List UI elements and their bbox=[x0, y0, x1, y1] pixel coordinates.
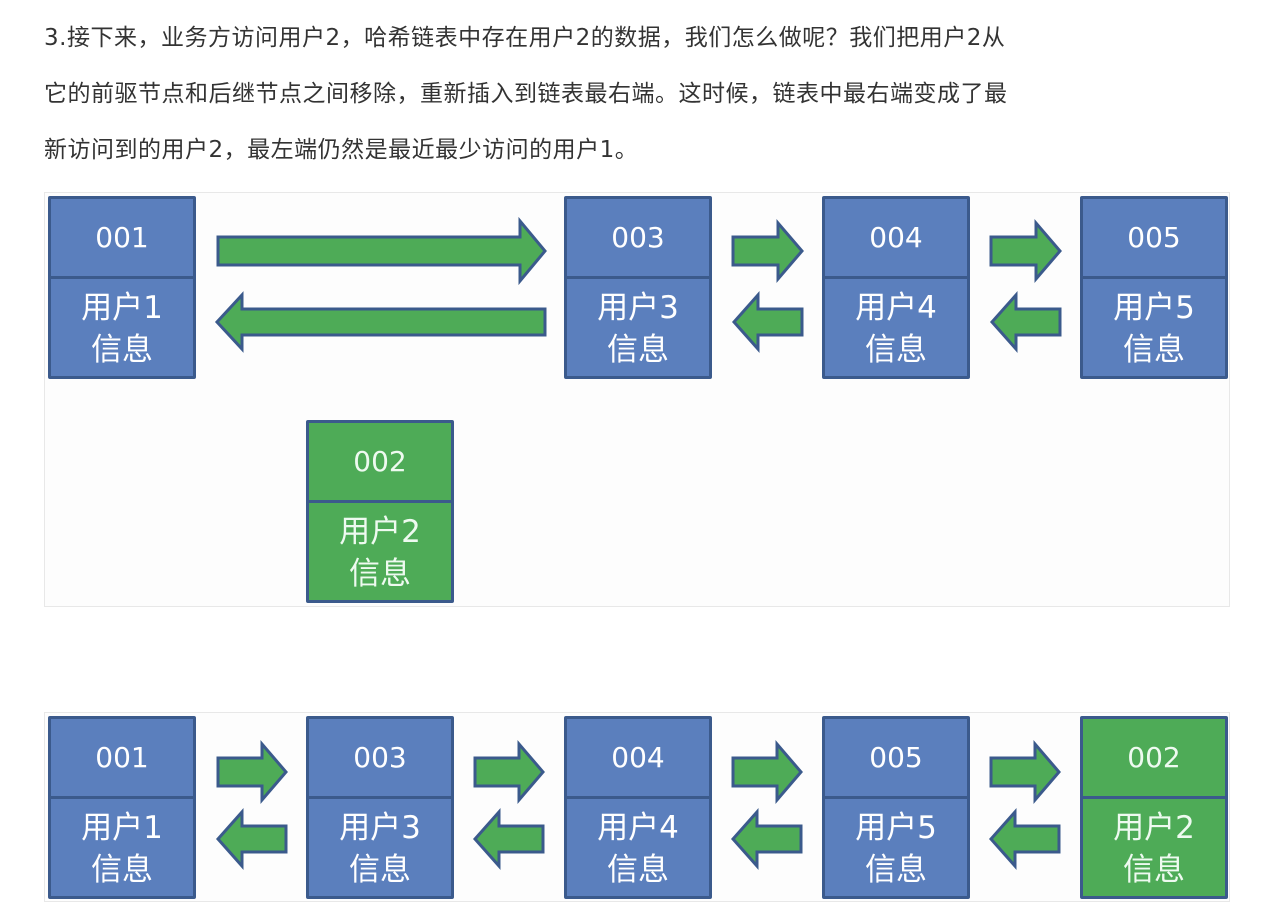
arrow-right-icon bbox=[473, 739, 545, 805]
node-info: 信息 bbox=[607, 332, 669, 368]
arrow-left-icon bbox=[731, 291, 804, 353]
arrow-left-icon bbox=[215, 808, 288, 870]
node-info: 信息 bbox=[1123, 332, 1185, 368]
node-id: 005 bbox=[825, 719, 967, 799]
node-info: 信息 bbox=[607, 852, 669, 888]
list-node-003: 003 用户3 信息 bbox=[306, 716, 454, 899]
node-id: 001 bbox=[51, 719, 193, 799]
node-info: 信息 bbox=[1123, 852, 1185, 888]
node-info: 信息 bbox=[865, 332, 927, 368]
arrow-left-icon bbox=[730, 808, 803, 870]
node-user: 用户1 bbox=[81, 810, 163, 846]
node-user: 用户5 bbox=[1113, 290, 1195, 326]
node-user: 用户4 bbox=[597, 810, 679, 846]
arrow-layer bbox=[214, 216, 1062, 353]
explanation-paragraph: 3.接下来，业务方访问用户2，哈希链表中存在用户2的数据，我们怎么做呢？我们把用… bbox=[44, 10, 1244, 178]
paragraph-line: 3.接下来，业务方访问用户2，哈希链表中存在用户2的数据，我们怎么做呢？我们把用… bbox=[44, 25, 1006, 51]
node-info: 信息 bbox=[349, 852, 411, 888]
list-node-004: 004 用户4 信息 bbox=[822, 196, 970, 379]
node-user: 用户2 bbox=[1113, 810, 1195, 846]
arrow-right-icon bbox=[989, 218, 1062, 284]
node-user: 用户1 bbox=[81, 290, 163, 326]
arrow-left-icon bbox=[988, 808, 1061, 870]
arrow-right-icon bbox=[216, 739, 288, 805]
list-node-001: 001 用户1 信息 bbox=[48, 716, 196, 899]
node-info: 信息 bbox=[91, 852, 153, 888]
node-user: 用户4 bbox=[855, 290, 937, 326]
list-node-004: 004 用户4 信息 bbox=[564, 716, 712, 899]
list-node-002-detached: 002 用户2 信息 bbox=[306, 420, 454, 603]
arrow-right-icon bbox=[989, 739, 1061, 805]
node-user: 用户3 bbox=[339, 810, 421, 846]
node-info: 信息 bbox=[349, 556, 411, 592]
paragraph-line: 新访问到的用户2，最左端仍然是最近最少访问的用户1。 bbox=[44, 137, 639, 163]
list-node-001: 001 用户1 信息 bbox=[48, 196, 196, 379]
node-id: 002 bbox=[309, 423, 451, 503]
list-node-005: 005 用户5 信息 bbox=[822, 716, 970, 899]
arrow-left-icon bbox=[472, 808, 545, 870]
list-node-003: 003 用户3 信息 bbox=[564, 196, 712, 379]
node-id: 003 bbox=[567, 199, 709, 279]
list-node-002: 002 用户2 信息 bbox=[1080, 716, 1228, 899]
arrow-right-icon bbox=[731, 218, 804, 284]
node-id: 003 bbox=[309, 719, 451, 799]
node-info: 信息 bbox=[865, 852, 927, 888]
arrow-left-icon bbox=[214, 291, 547, 353]
arrow-right-icon bbox=[731, 739, 803, 805]
arrow-right-icon bbox=[216, 216, 547, 286]
node-id: 004 bbox=[567, 719, 709, 799]
node-id: 005 bbox=[1083, 199, 1225, 279]
list-node-005: 005 用户5 信息 bbox=[1080, 196, 1228, 379]
node-id: 004 bbox=[825, 199, 967, 279]
node-id: 001 bbox=[51, 199, 193, 279]
diagram-after-move: 001 用户1 信息 003 用户3 信息 004 用户4 信息 005 用户5… bbox=[44, 712, 1230, 902]
node-id: 002 bbox=[1083, 719, 1225, 799]
arrow-layer bbox=[215, 739, 1061, 870]
node-user: 用户2 bbox=[339, 514, 421, 550]
node-user: 用户5 bbox=[855, 810, 937, 846]
arrow-left-icon bbox=[989, 291, 1062, 353]
paragraph-line: 它的前驱节点和后继节点之间移除，重新插入到链表最右端。这时候，链表中最右端变成了… bbox=[44, 81, 1008, 107]
node-user: 用户3 bbox=[597, 290, 679, 326]
diagram-before-move: 001 用户1 信息 003 用户3 信息 004 用户4 信息 005 用户5… bbox=[44, 192, 1230, 607]
node-info: 信息 bbox=[91, 332, 153, 368]
